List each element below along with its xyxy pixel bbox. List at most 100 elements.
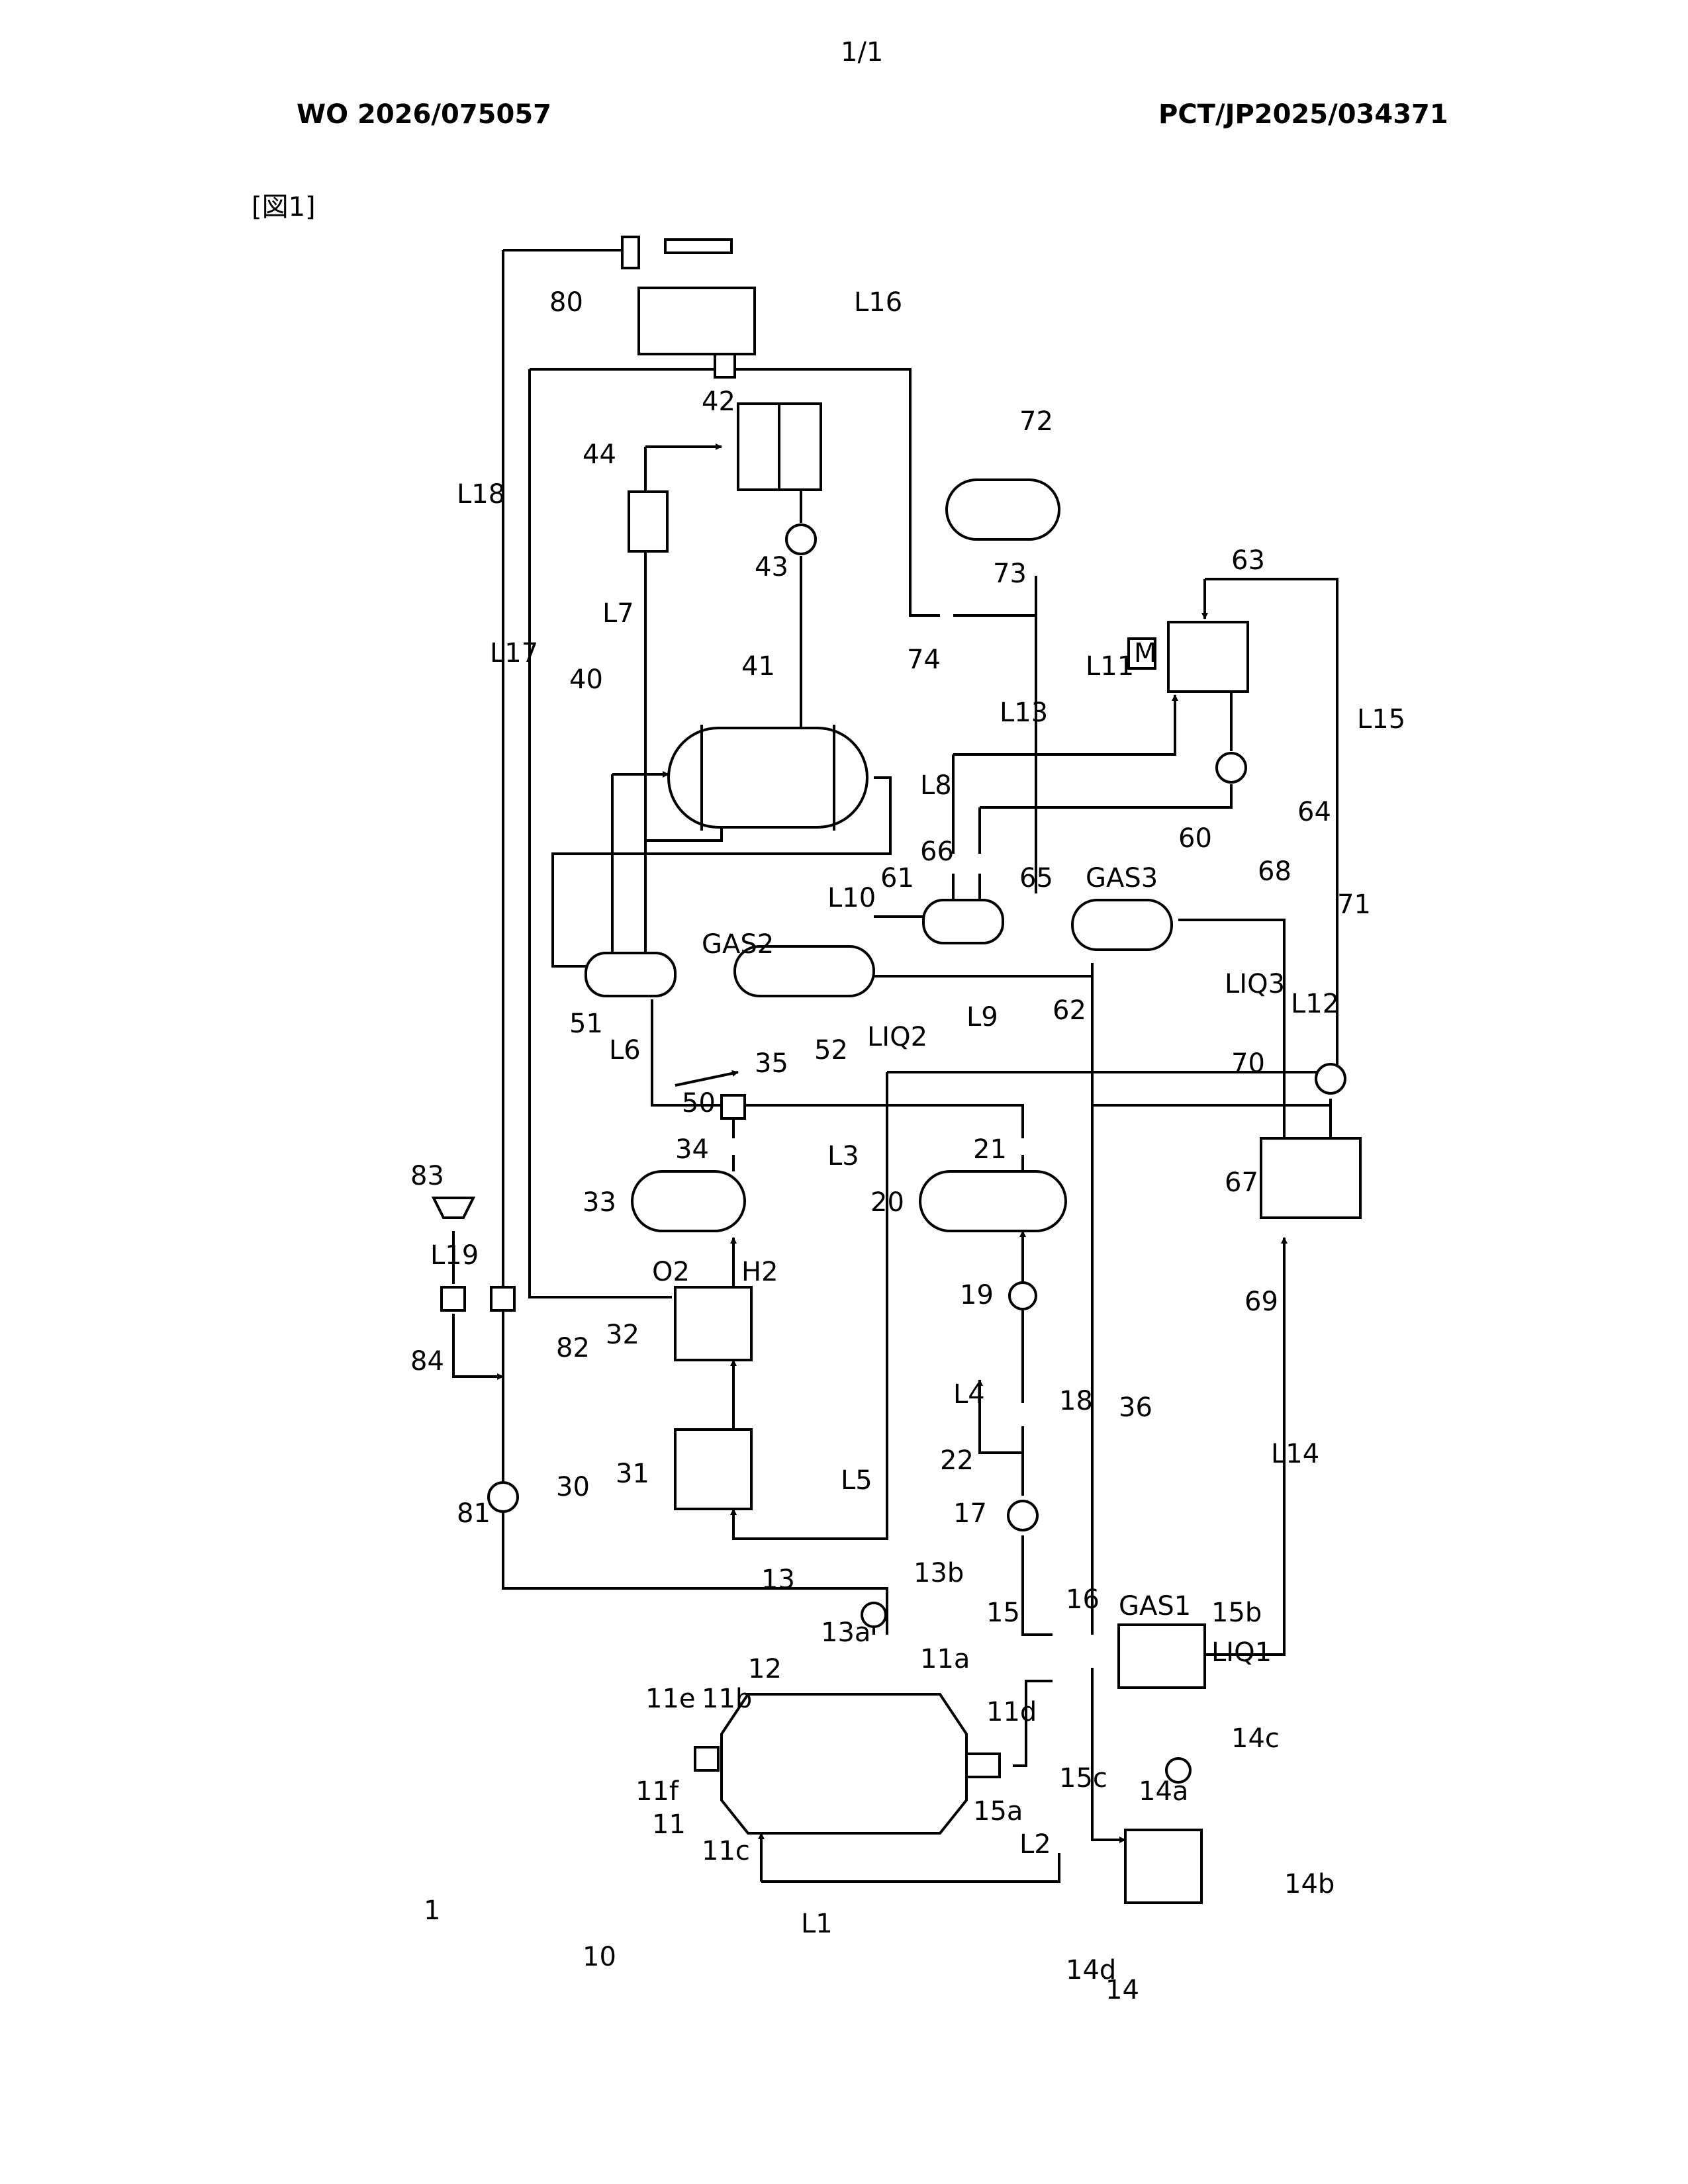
reactor-11: [722, 1694, 966, 1833]
label-11a: 11a: [920, 1644, 970, 1674]
label-19: 19: [960, 1280, 994, 1310]
label-68: 68: [1258, 856, 1291, 887]
label-l19: L19: [430, 1240, 479, 1271]
line-L1: [761, 1853, 1059, 1882]
label-m: M: [1134, 638, 1157, 668]
line-64-65: [980, 784, 1231, 807]
label-l13: L13: [1000, 698, 1048, 728]
label-72: 72: [1019, 406, 1053, 437]
label-71: 71: [1337, 889, 1371, 920]
label-14b: 14b: [1284, 1869, 1335, 1899]
label-10: 10: [583, 1942, 616, 1972]
unit-80-port: [715, 354, 735, 377]
line-L3: [745, 1105, 1023, 1138]
unit-80-top: [665, 240, 731, 253]
label-l5: L5: [841, 1465, 872, 1496]
label-15: 15: [986, 1598, 1020, 1628]
tower-63: [1168, 622, 1248, 692]
tank-33: [632, 1171, 745, 1231]
pump-19: [1009, 1283, 1036, 1309]
label-60: 60: [1178, 823, 1212, 854]
meter-82: [491, 1287, 514, 1310]
label-22: 22: [940, 1445, 974, 1476]
label-o2: O2: [652, 1257, 690, 1287]
line-L13v: [953, 695, 1175, 754]
label-l9: L9: [966, 1002, 998, 1032]
label-l16: L16: [854, 287, 902, 318]
label-11d: 11d: [986, 1697, 1037, 1727]
tank-14a: [1125, 1830, 1201, 1903]
label-31: 31: [616, 1459, 649, 1489]
label-51: 51: [569, 1009, 603, 1039]
unit-35: [722, 1095, 745, 1118]
label-41: 41: [741, 651, 775, 682]
label-61: 61: [880, 863, 914, 893]
label-67: 67: [1225, 1167, 1258, 1198]
label-12: 12: [748, 1654, 782, 1684]
label-34: 34: [675, 1134, 709, 1165]
label-63: 63: [1231, 545, 1265, 576]
separator-60: [1072, 900, 1172, 950]
label-gas3: GAS3: [1086, 863, 1158, 893]
exchanger-61: [923, 900, 1003, 943]
label-l2: L2: [1019, 1829, 1051, 1860]
label-11e: 11e: [645, 1684, 696, 1714]
label-70: 70: [1231, 1048, 1265, 1079]
label-11b: 11b: [702, 1684, 752, 1714]
line-36-bot: [1092, 1668, 1125, 1840]
label-36: 36: [1119, 1392, 1152, 1423]
label-15b: 15b: [1211, 1598, 1262, 1628]
meter-84: [442, 1287, 465, 1310]
label-82: 82: [556, 1333, 590, 1363]
pump-17: [1008, 1501, 1037, 1530]
label-liq1: LIQ1: [1211, 1637, 1272, 1668]
label-21: 21: [973, 1134, 1007, 1165]
label-50: 50: [682, 1088, 716, 1118]
line-60-68: [1178, 920, 1284, 1118]
tank-72: [947, 480, 1059, 539]
label-81: 81: [457, 1498, 491, 1529]
label-gas1: GAS1: [1119, 1591, 1191, 1621]
label-33: 33: [583, 1187, 616, 1218]
label-64: 64: [1297, 797, 1331, 827]
unit-80: [639, 288, 755, 354]
tank-67: [1261, 1138, 1360, 1218]
meter-11e: [695, 1747, 718, 1770]
unit-15a: [963, 1754, 1000, 1777]
pump-64: [1217, 753, 1246, 782]
label-84: 84: [410, 1346, 444, 1377]
label-15c: 15c: [1059, 1763, 1107, 1794]
funnel-80: [622, 237, 639, 268]
label-17: 17: [953, 1498, 987, 1529]
pump-43: [786, 525, 816, 554]
label-65: 65: [1019, 863, 1053, 893]
tank-20: [920, 1171, 1066, 1231]
label-43: 43: [755, 552, 788, 582]
label-11f: 11f: [635, 1776, 679, 1807]
label-80: 80: [549, 287, 583, 318]
label-l7: L7: [602, 598, 634, 629]
label-66: 66: [920, 837, 954, 867]
tank-15b: [1119, 1625, 1205, 1688]
label-l14: L14: [1271, 1439, 1319, 1469]
line-50-in: [675, 1072, 738, 1085]
label-52: 52: [814, 1035, 848, 1066]
label-l8: L8: [920, 770, 952, 801]
label-18: 18: [1059, 1386, 1093, 1416]
line-41-bottom: [645, 827, 722, 841]
label-l4: L4: [953, 1379, 985, 1410]
label-14c: 14c: [1231, 1723, 1280, 1754]
line-L19: [453, 1314, 503, 1377]
exchanger-41: [669, 728, 867, 827]
line-17-L3: [1023, 1535, 1053, 1635]
label-gas2: GAS2: [702, 929, 774, 960]
label-62: 62: [1053, 995, 1086, 1026]
label-l17: L17: [490, 638, 538, 668]
label-l12: L12: [1291, 989, 1339, 1019]
label-l15: L15: [1357, 704, 1405, 735]
label-30: 30: [556, 1472, 590, 1502]
label-11c: 11c: [702, 1836, 750, 1866]
label-13b: 13b: [914, 1558, 964, 1588]
label-11: 11: [652, 1809, 686, 1840]
label-l6: L6: [609, 1035, 641, 1066]
